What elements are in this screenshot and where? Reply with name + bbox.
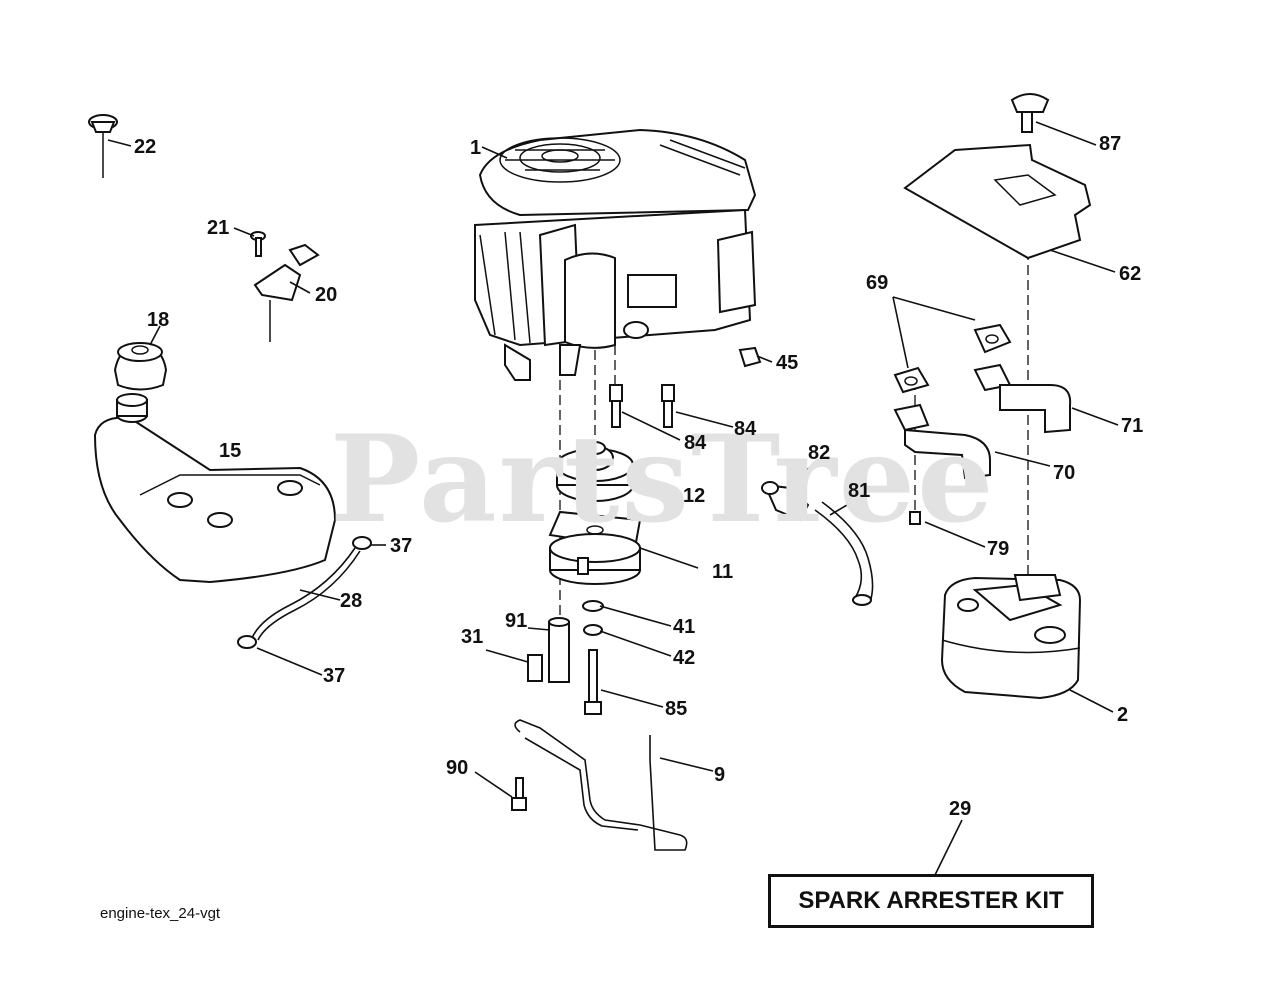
washer-42 (583, 624, 603, 636)
fuel-line (251, 547, 361, 641)
choke-bracket-20 (253, 243, 320, 342)
electric-clutch (548, 510, 642, 585)
rod-9 (514, 719, 688, 851)
fuel-cap (113, 342, 168, 391)
callout-12: 12 (683, 485, 706, 507)
callout-45: 45 (776, 352, 799, 374)
callout-84a: 84 (684, 432, 707, 454)
pulley (556, 441, 634, 502)
callout-41: 41 (673, 616, 696, 638)
callout-1: 1 (470, 137, 482, 159)
callout-62: 62 (1119, 263, 1142, 285)
callout-70: 70 (1053, 462, 1076, 484)
callout-42: 42 (673, 647, 696, 669)
fitting-82 (761, 481, 810, 522)
callout-18: 18 (147, 309, 170, 331)
callout-22: 22 (134, 136, 157, 158)
callout-79: 79 (987, 538, 1010, 560)
bolt-90 (511, 777, 527, 811)
callout-9: 9 (714, 764, 726, 786)
knob-87 (1010, 93, 1050, 133)
callout-2: 2 (1117, 704, 1129, 726)
exhaust-manifold-71 (973, 363, 1072, 434)
spark-arrester-kit-label: SPARK ARRESTER KIT (768, 874, 1094, 928)
partstree-watermark: PartsTree (330, 409, 996, 550)
fuel-tank (93, 393, 337, 584)
nut-45 (738, 346, 762, 368)
muffler (940, 574, 1082, 700)
bolt-84b (661, 384, 675, 428)
callout-91: 91 (505, 610, 528, 632)
engine (474, 128, 757, 381)
heat-shield-62 (903, 143, 1092, 260)
washer-41 (582, 600, 604, 612)
hose-clamp-37b (237, 635, 257, 649)
callout-31: 31 (461, 626, 484, 648)
hose-81 (814, 501, 874, 606)
gasket-69b (893, 366, 930, 394)
callout-90: 90 (446, 757, 469, 779)
bolt-85 (584, 649, 602, 715)
callout-82: 82 (808, 442, 831, 464)
bolt-84a (609, 384, 623, 428)
bolt-79 (909, 511, 921, 525)
callout-84b: 84 (734, 418, 757, 440)
callout-71: 71 (1121, 415, 1144, 437)
gasket-69a (973, 323, 1012, 354)
callout-11: 11 (712, 561, 734, 583)
callout-85: 85 (665, 698, 688, 720)
callout-37a: 37 (390, 535, 413, 557)
spacer-91 (548, 617, 570, 683)
screw-21 (250, 231, 266, 257)
callout-87: 87 (1099, 133, 1122, 155)
callout-29: 29 (949, 798, 972, 820)
fitting-31 (527, 654, 543, 682)
leader-lines (107, 121, 1119, 876)
knob-22 (88, 114, 118, 178)
callout-15: 15 (219, 440, 242, 462)
callout-21: 21 (207, 217, 230, 239)
hose-clamp-37a (352, 536, 372, 550)
callout-69: 69 (866, 272, 889, 294)
exhaust-manifold-70 (893, 403, 991, 480)
callout-81: 81 (848, 480, 871, 502)
diagram-caption: engine-tex_24-vgt (100, 905, 221, 922)
callout-28: 28 (340, 590, 363, 612)
callout-37b: 37 (323, 665, 346, 687)
callout-20: 20 (315, 284, 338, 306)
